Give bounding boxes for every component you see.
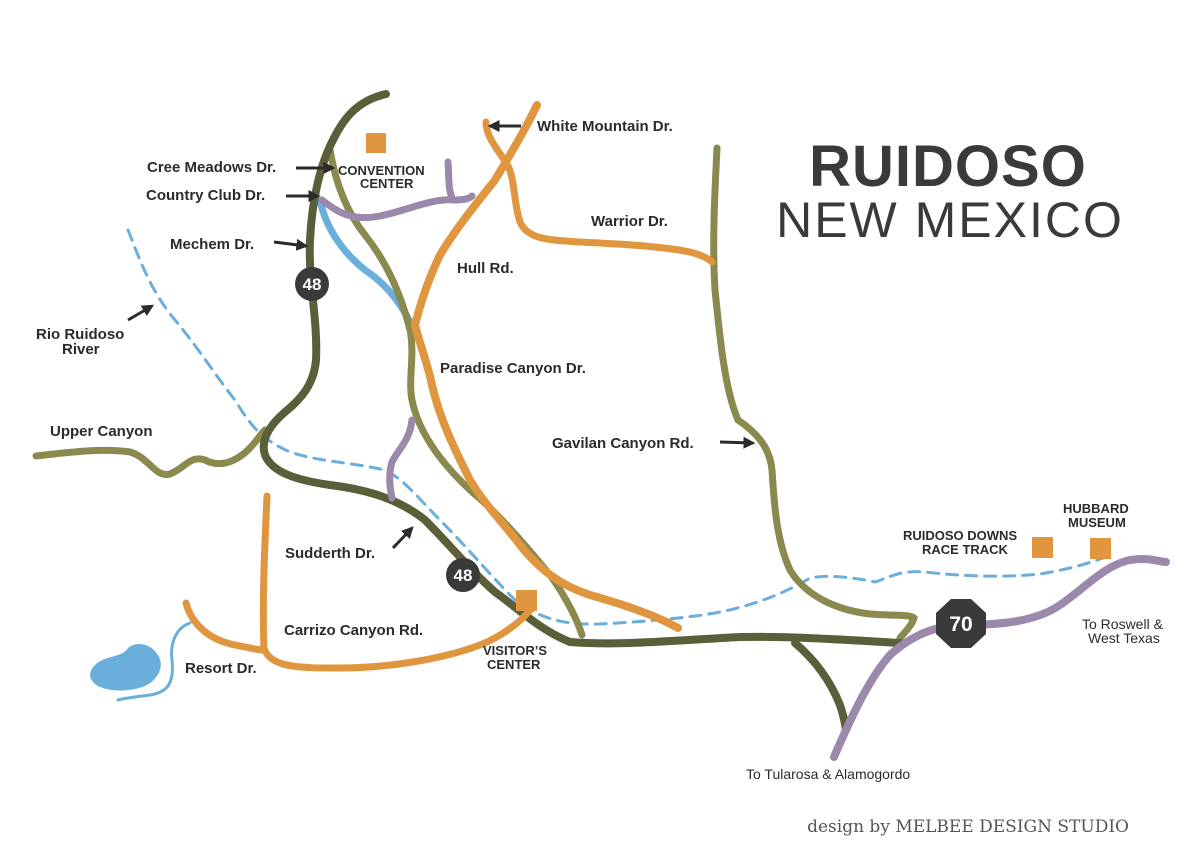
map-title-ruidoso: RUIDOSO	[809, 134, 1087, 199]
label-paradise-canyon: Paradise Canyon Dr.	[440, 360, 586, 377]
hubbard-museum-marker	[1090, 538, 1111, 559]
label-rio-ruidoso-1: Rio Ruidoso	[36, 326, 124, 343]
upper-canyon-road	[32, 426, 269, 478]
shield-number: 48	[303, 275, 322, 294]
label-roswell-2: West Texas	[1088, 630, 1160, 646]
label-warrior: Warrior Dr.	[591, 213, 668, 230]
label-tularosa: To Tularosa & Alamogordo	[746, 766, 910, 782]
label-hull: Hull Rd.	[457, 260, 514, 277]
lake-stream	[116, 621, 192, 702]
lake	[90, 644, 161, 691]
white-mountain-road	[482, 118, 716, 266]
convention-center-marker	[366, 133, 386, 153]
rio-ruidoso-river	[126, 228, 1112, 626]
highway-70-shield: 70	[936, 599, 986, 648]
tularosa-branch-road	[791, 639, 850, 734]
label-cree-meadows: Cree Meadows Dr.	[147, 159, 276, 176]
highway-48-shield-top: 48	[295, 267, 329, 301]
label-roswell-1: To Roswell &	[1082, 616, 1164, 632]
label-resort: Resort Dr.	[185, 660, 257, 677]
label-race-track-2: RACE TRACK	[922, 542, 1009, 557]
race-track-marker	[1032, 537, 1053, 558]
resort-road	[182, 599, 268, 654]
design-credit: design by MELBEE DESIGN STUDIO	[807, 817, 1129, 837]
label-visitors-center-1: VISITOR’S	[483, 643, 547, 658]
gavilan-arrow	[719, 436, 756, 449]
label-sudderth: Sudderth Dr.	[285, 545, 375, 562]
label-white-mountain: White Mountain Dr.	[537, 118, 673, 135]
visitors-center-marker	[516, 590, 537, 611]
label-visitors-center-2: CENTER	[487, 657, 541, 672]
sudderth-purple-road	[386, 416, 416, 502]
label-mechem: Mechem Dr.	[170, 236, 254, 253]
label-convention-2: CENTER	[360, 176, 414, 191]
label-convention-1: CONVENTION	[338, 163, 425, 178]
cree-meadows-spur	[444, 158, 456, 202]
rio-ruidoso-arrow	[127, 304, 155, 322]
sudderth-arrow	[391, 526, 414, 550]
highway-48-road	[259, 90, 904, 648]
label-carrizo-canyon: Carrizo Canyon Rd.	[284, 622, 423, 639]
label-hubbard-2: MUSEUM	[1068, 515, 1126, 530]
label-rio-ruidoso-2: River	[62, 341, 100, 358]
cree-meadows-road	[318, 192, 476, 222]
shield-number: 70	[949, 613, 972, 636]
shield-number: 48	[454, 566, 473, 585]
highway-48-shield-bottom: 48	[446, 558, 480, 592]
map-title-new-mexico: NEW MEXICO	[776, 192, 1124, 248]
label-race-track-1: RUIDOSO DOWNS	[903, 528, 1017, 543]
carrizo-canyon-road	[259, 492, 534, 672]
label-gavilan-canyon: Gavilan Canyon Rd.	[552, 435, 694, 452]
gavilan-canyon-road	[710, 144, 918, 642]
label-hubbard-1: HUBBARD	[1063, 501, 1129, 516]
label-country-club: Country Club Dr.	[146, 187, 265, 204]
hull-road	[410, 101, 682, 632]
label-upper-canyon: Upper Canyon	[50, 423, 153, 440]
highway-70-road	[830, 555, 1170, 761]
mechem-arrow	[273, 238, 309, 251]
